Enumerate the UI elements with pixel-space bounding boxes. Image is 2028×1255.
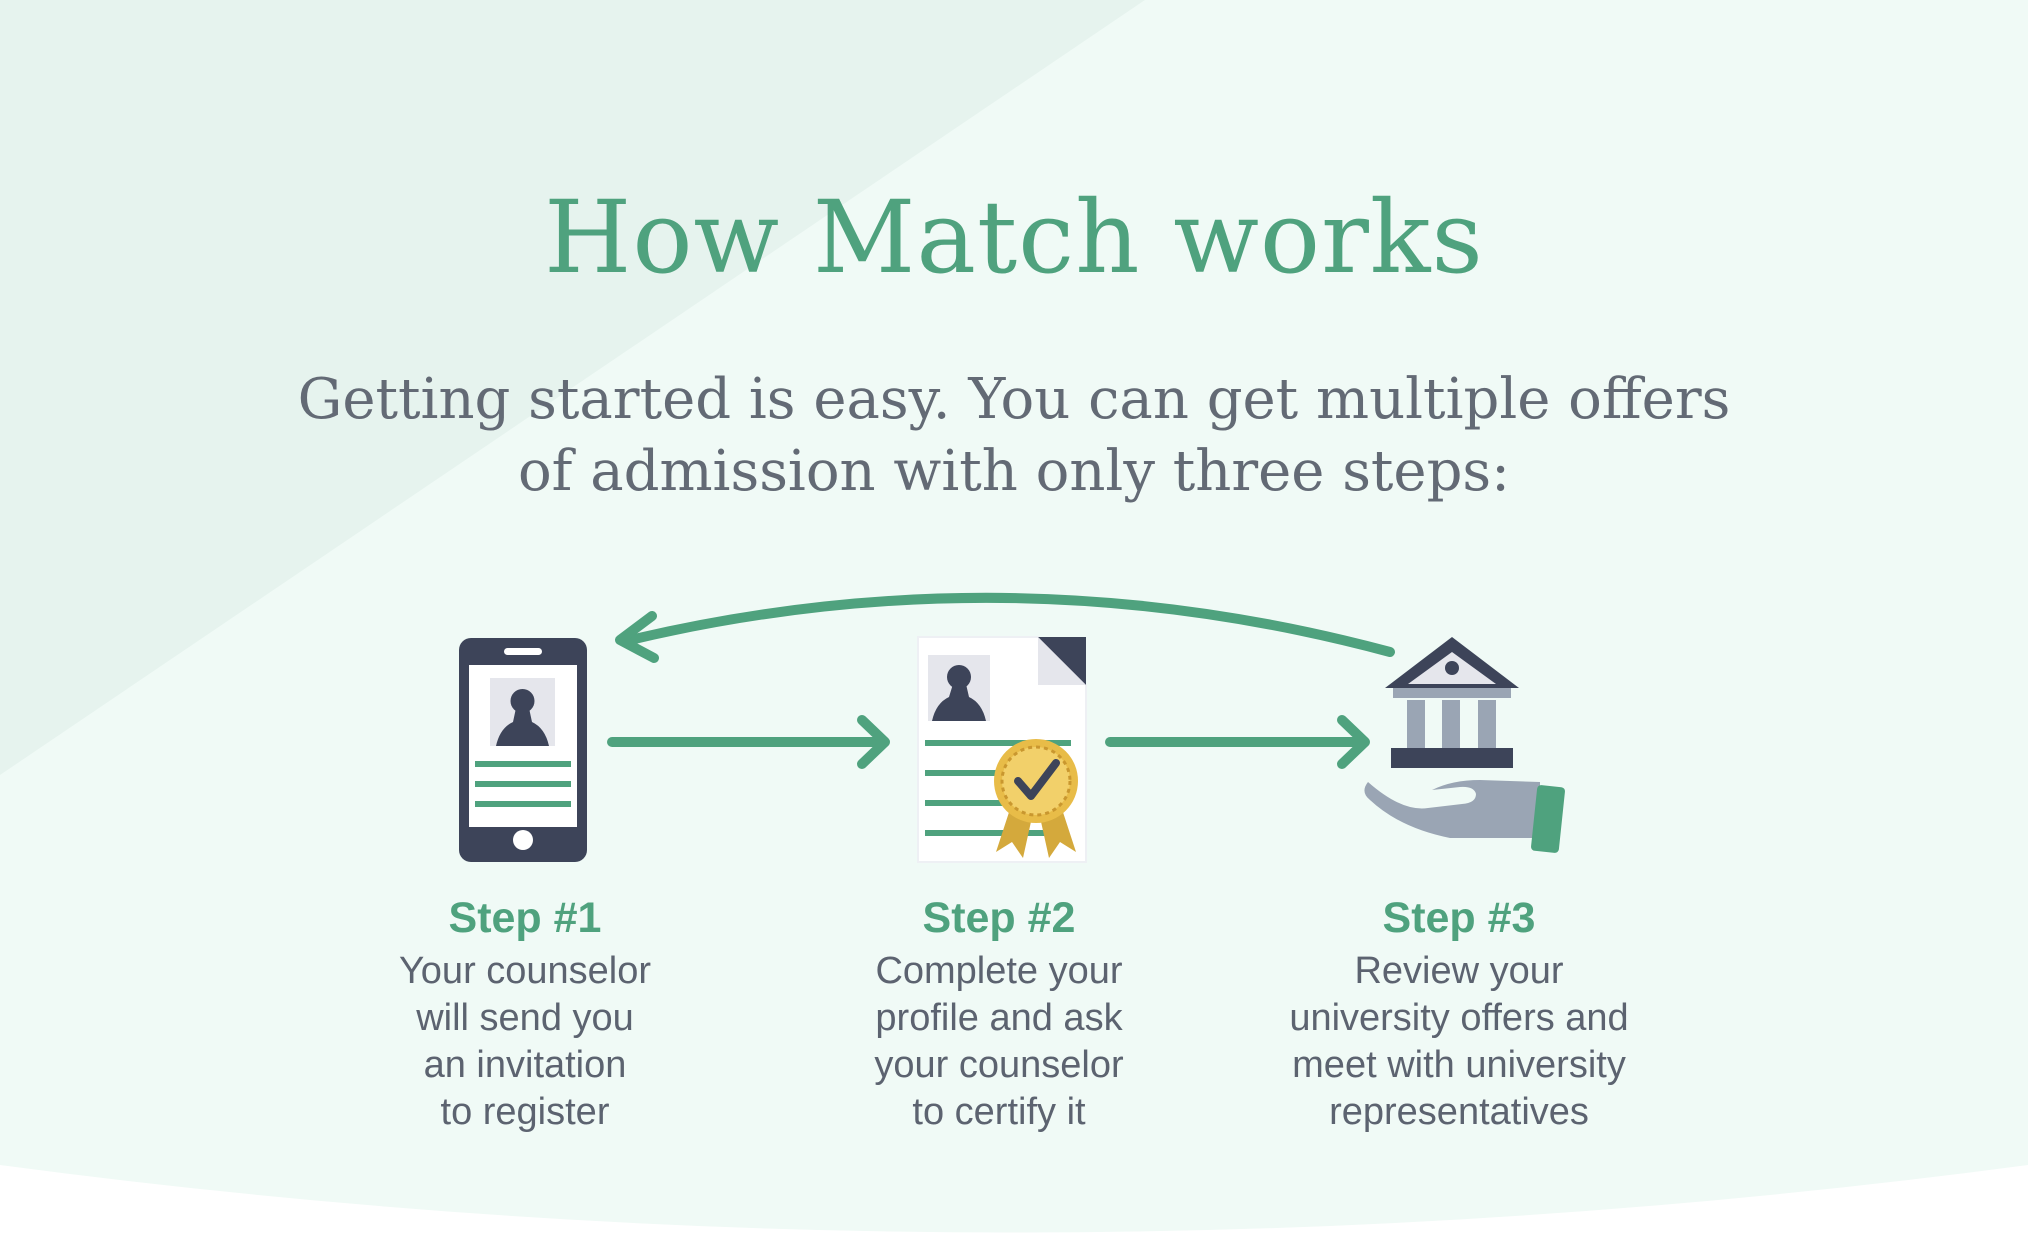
certified-document-icon (917, 636, 1087, 863)
step-3: Step #3 Review your university offers an… (1239, 888, 1679, 1136)
arrow-step2-to-step3 (1105, 715, 1370, 769)
step-1: Step #1 Your counselor will send you an … (305, 888, 745, 1136)
step-2-title: Step #2 (922, 894, 1076, 942)
step-1-description: Your counselor will send you an invitati… (398, 950, 652, 1133)
step-3-title: Step #3 (1382, 894, 1536, 942)
step-1-title: Step #1 (448, 894, 602, 942)
return-arrow (615, 592, 1395, 663)
university-hand-icon (1364, 637, 1565, 853)
smartphone-profile-icon (459, 638, 587, 862)
page-subtitle: Getting started is easy. You can get mul… (297, 367, 1731, 504)
step-2: Step #2 Complete your profile and ask yo… (779, 888, 1219, 1136)
step-2-description: Complete your profile and ask your couns… (874, 950, 1124, 1133)
step-3-description: Review your university offers and meet w… (1289, 950, 1629, 1133)
page-title: How Match works (544, 179, 1484, 296)
arrow-step1-to-step2 (607, 715, 890, 769)
